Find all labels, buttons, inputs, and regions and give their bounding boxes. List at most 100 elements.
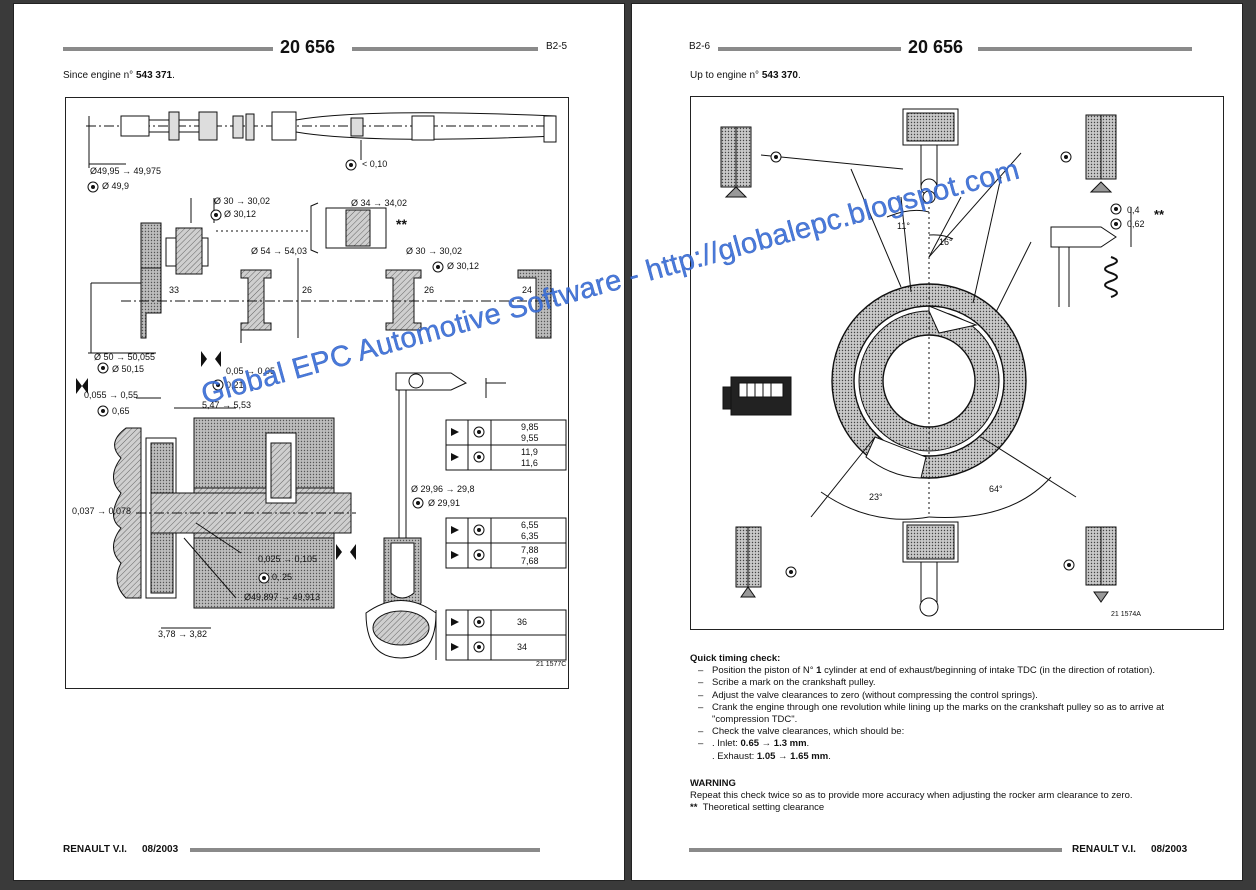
document-number: 20 656 [280,37,336,57]
step-text: . Exhaust: [712,750,757,762]
camshaft-figure: Ø49,95 → 49,975 Ø 49,9 < 0,10 Ø 30 → 30,… [65,97,569,689]
footer-rule [190,848,540,852]
page-code: B2-6 [689,41,711,52]
clearance-stars: ** [1154,207,1165,222]
step-item: –Scribe a mark on the crankshaft pulley. [690,677,1210,689]
step-item: –. Inlet: 0.65 → 1.3 mm. [690,738,1210,750]
intro-suffix: . [797,70,801,81]
table1-r1a: 9,85 [521,422,539,432]
label-d5: Ø 34 → 34,02 [351,198,408,208]
label-c3: 0,05 → 0,05 [226,366,276,376]
label-c4: 0,21 [226,380,244,390]
step-text: 0.65 → 1.3 mm [740,738,807,750]
step-text: 1 [816,665,822,677]
intro-engine-number: 543 371 [135,70,173,81]
intro-suffix: . [172,70,175,81]
step-text: 1.05 → 1.65 mm [756,750,829,762]
timing-figure: 11° 16° 23° 64° 0,4 0,62 ** 21 1574A [690,96,1224,630]
step-text: Adjust the valve clearances to zero (wit… [712,689,1038,701]
label-c2: 0,65 [112,406,130,416]
figure-code: 21 1574A [1111,611,1141,618]
label-d8: Ø 30,12 [447,261,480,271]
label-d3: Ø 30 → 30,02 [214,196,271,206]
step-dash: – [698,738,704,750]
label-w26b: 26 [424,285,435,295]
step-text: . [828,750,831,762]
label-stars: ** [396,216,407,232]
step-item: . Exhaust: 1.05 → 1.65 mm. [690,751,1210,763]
table2-r1a: 6,55 [521,520,539,530]
label-w33: 33 [169,285,180,295]
step-text: Scribe a mark on the crankshaft pulley. [712,677,876,689]
step-item: –Adjust the valve clearances to zero (wi… [690,690,1210,702]
note-stars: ** [690,802,698,814]
step-text: Position the piston of N° [712,665,817,677]
step-dash: – [698,677,704,689]
label-c1: 0,055 → 0,55 [84,390,139,400]
table3-r2: 34 [517,642,528,652]
angle-a1: 11° [897,221,910,231]
intro-prefix: Up to engine n° [690,70,762,81]
figure-code: 21 1577C [536,661,567,668]
label-c9: 3,78 → 3,82 [158,629,208,639]
table3-r1: 36 [517,617,528,627]
clearance-v1: 0,4 [1127,205,1140,215]
angle-a2: 16° [939,237,953,247]
quick-check-title: Quick timing check: [690,653,781,664]
document-page-left: 20 656 B2-5 Since engine n° 543 371. [14,4,624,880]
page-code: B2-5 [546,41,568,52]
intro-prefix: Since engine n° [63,70,136,81]
timing-diagram [720,108,1132,617]
camshaft-drawing [76,111,567,661]
note-text: Theoretical setting clearance [702,802,825,814]
intro-text: Up to engine n° 543 370. [690,70,801,81]
step-text: Crank the engine through one revolution … [712,701,1165,726]
footer-brand: RENAULT V.I. [63,844,127,855]
label-runout: < 0,10 [362,159,388,169]
step-dash: – [698,701,704,713]
footer-rule [689,848,1062,852]
label-c5: 5,47 → 5,53 [202,400,252,410]
step-item: –Check the valve clearances, which shoul… [690,726,1210,738]
table2-r2a: 7,88 [521,545,539,555]
step-dash: – [698,726,704,738]
label-w26a: 26 [302,285,313,295]
label-d4: Ø 30,12 [224,209,257,219]
label-d7: Ø 30 → 30,02 [406,246,463,256]
table1-r2b: 11,6 [521,458,538,468]
table1-r1b: 9,55 [521,433,539,443]
header-rule-left [718,47,901,51]
label-c6: 0,037 → 0,078 [72,506,132,516]
footer-date: 08/2003 [1151,844,1188,855]
table2-r1b: 6,35 [521,531,539,541]
step-text: . [806,738,810,750]
label-d6: Ø 54 → 54,03 [251,246,308,256]
label-w24: 24 [522,285,533,295]
label-d10: Ø 50,15 [112,364,145,374]
footer-brand: RENAULT V.I. [1072,844,1136,855]
label-d1: Ø49,95 → 49,975 [90,166,162,176]
step-item: –Position the piston of N° 1 cylinder at… [690,665,1210,677]
clearance-v2: 0,62 [1127,219,1145,229]
table1-r2a: 11,9 [521,447,538,457]
warning-title: WARNING [690,778,736,789]
intro-engine-number: 543 370 [761,70,798,81]
header-rule-right [352,47,538,51]
step-text: cylinder at end of exhaust/beginning of … [821,665,1156,677]
step-text: Check the valve clearances, which should… [712,726,905,738]
angle-a4: 64° [989,484,1003,494]
label-d13: Ø49,897 → 49,913 [244,592,321,602]
warning-text: Repeat this check twice so as to provide… [690,790,1133,802]
document-number: 20 656 [908,37,964,57]
step-text: . Inlet: [712,738,741,750]
label-d12: Ø 29,91 [428,498,461,508]
label-c7: 0,025 → 0,105 [258,554,318,564]
table2-r2b: 7,68 [521,556,539,566]
header-rule-left [63,47,273,51]
document-page-right: B2-6 20 656 Up to engine n° 543 370. [632,4,1242,880]
label-c8: 0, 25 [272,572,293,582]
header-rule-right [978,47,1192,51]
warning-section: WARNING Repeat this check twice so as to… [690,778,1210,815]
angle-a3: 23° [869,492,883,502]
intro-text: Since engine n° 543 371. [63,70,175,81]
